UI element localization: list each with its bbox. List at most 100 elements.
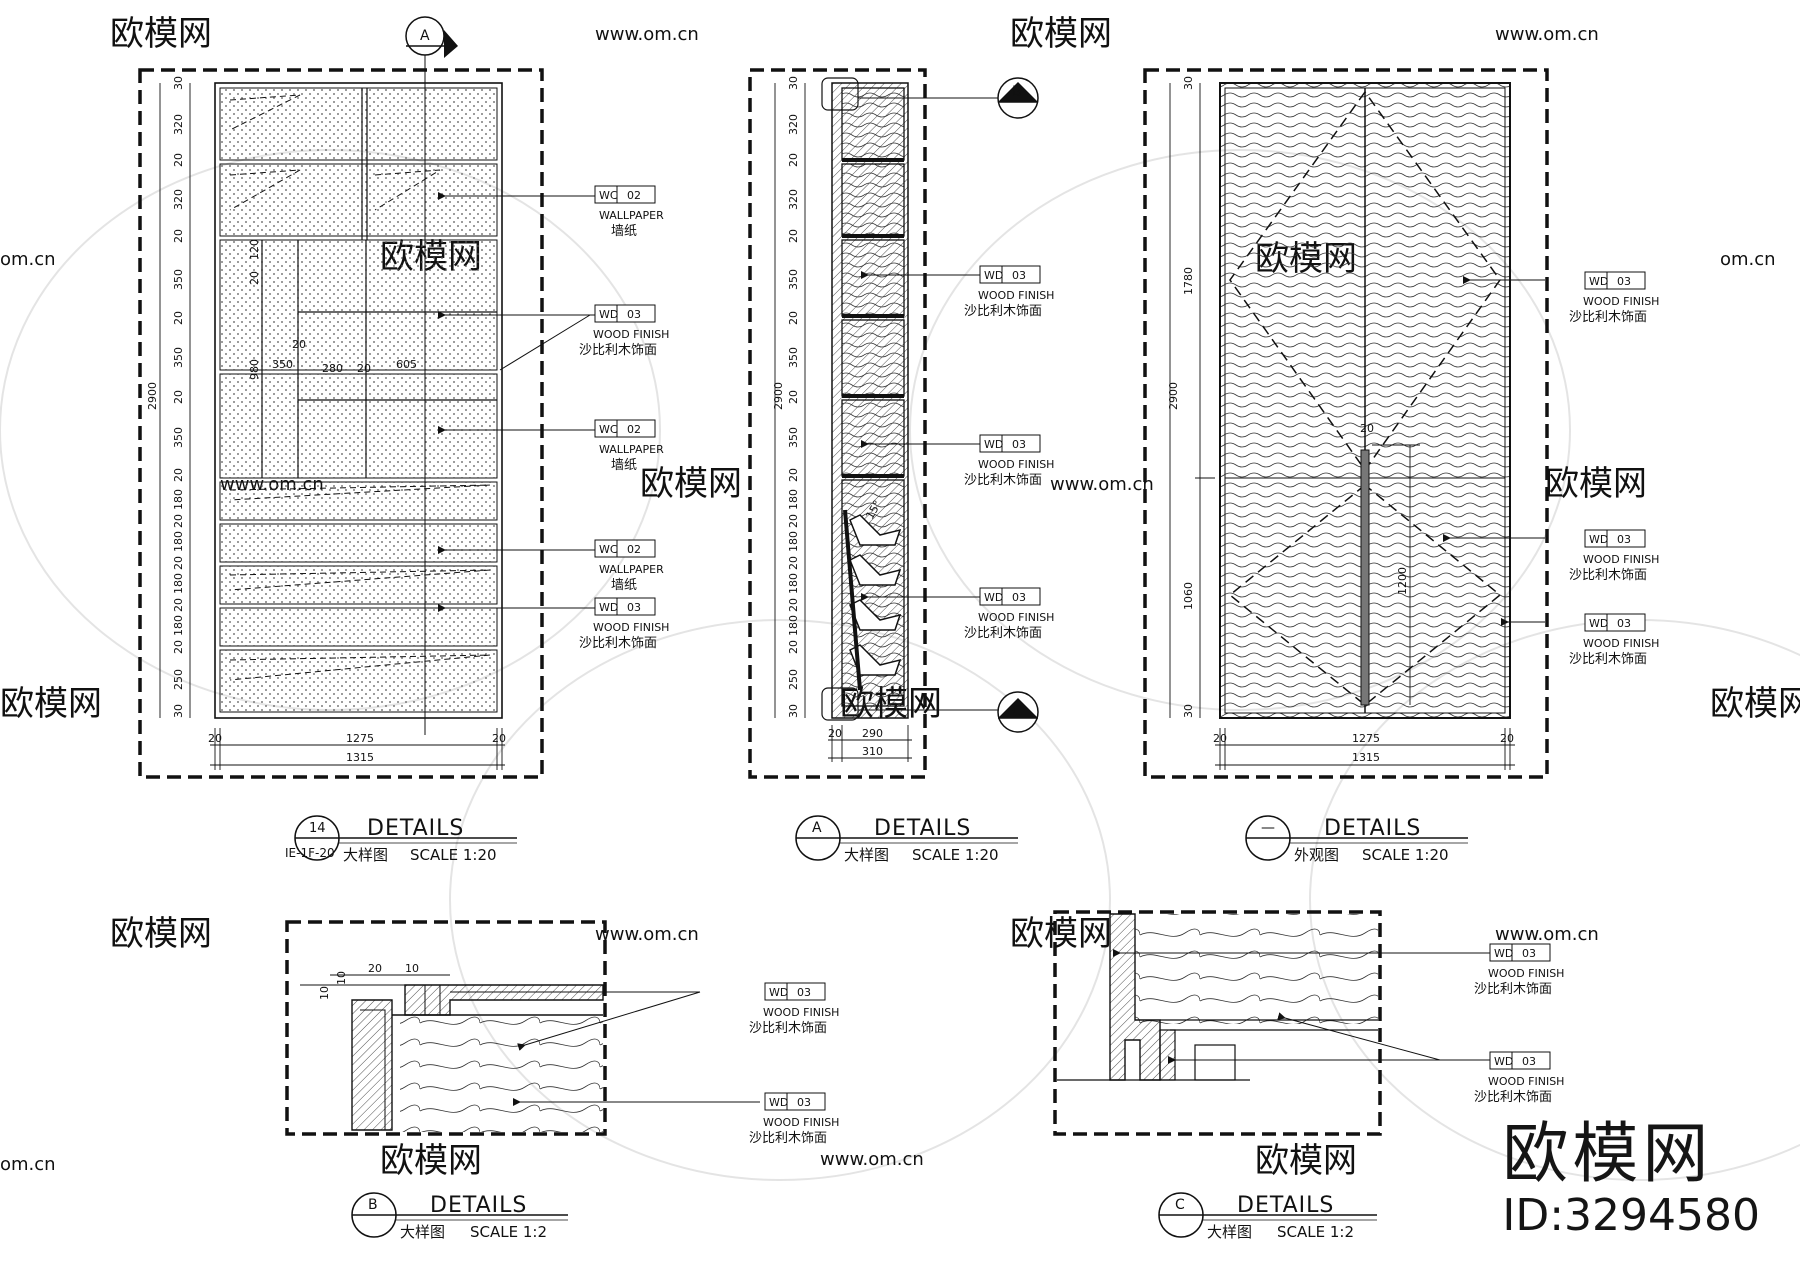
dim-label: 10 (318, 986, 331, 1000)
bottom-dimension-chain (1215, 728, 1515, 770)
dim-label: 20 (172, 514, 185, 528)
dim-label: 250 (787, 669, 800, 690)
marker-letter: A (420, 28, 430, 44)
watermark-brand: 欧模网 (1255, 1141, 1357, 1181)
dim-label: 10 (405, 962, 419, 975)
dim-label: 20 (172, 556, 185, 570)
dim-label: 20 (172, 229, 185, 243)
callouts-detail-b (450, 991, 760, 1106)
tag-cn: 沙比利木饰面 (1474, 1090, 1552, 1105)
dim-label: 605 (396, 358, 417, 371)
tag-number: 02 (627, 543, 641, 556)
tag-code: WD (984, 591, 1003, 604)
watermark-url: www.om.cn (595, 924, 699, 945)
tag-number: 03 (627, 601, 641, 614)
tag-number: 03 (797, 986, 811, 999)
title-word: DETAILS (367, 816, 464, 841)
tag-en: WOOD FINISH (1583, 637, 1659, 650)
tag-number: 03 (1012, 591, 1026, 604)
dim-label: 20 (787, 514, 800, 528)
detail-bubble (821, 687, 859, 721)
tag-cn: 沙比利木饰面 (579, 343, 657, 358)
tag-code: WD (769, 986, 788, 999)
callouts-view-a (861, 271, 1000, 601)
dim-label: 350 (787, 347, 800, 368)
title-scale: SCALE 1:20 (410, 846, 497, 864)
dim-label: 180 (172, 489, 185, 510)
title-circle-top: C (1175, 1197, 1185, 1213)
tag-cn: 沙比利木饰面 (1569, 310, 1647, 325)
watermark-url: www.om.cn (820, 1149, 924, 1170)
dim-label: 20 (357, 362, 371, 375)
dim-label: 20 (787, 468, 800, 482)
title-circle-top: — (1261, 820, 1275, 836)
dim-label: 180 (787, 489, 800, 510)
tag-number: 03 (1617, 533, 1631, 546)
model-id: ID:3294580 (1502, 1190, 1760, 1241)
tag-code: WC (599, 423, 618, 436)
tag-en: WALLPAPER (599, 443, 664, 456)
view-frame (138, 68, 544, 779)
dim-label: 30 (1182, 76, 1195, 90)
marker-letter: B (1012, 84, 1022, 100)
left-dimension-chain (1169, 83, 1215, 718)
left-dimension-labels: 30 320 20 320 20 350 20 350 20 350 20 18… (772, 76, 800, 718)
dim-label: 20 (787, 311, 800, 325)
watermark-url: om.cn (0, 1154, 56, 1175)
dim-label: 180 (172, 573, 185, 594)
tag-cn: 沙比利木饰面 (749, 1021, 827, 1036)
dim-label: 20 (368, 962, 382, 975)
bottom-dimension-chain (210, 728, 505, 770)
shelf-cells (219, 87, 498, 713)
elevation-view-14: 30 320 20 320 20 350 20 350 20 350 20 18… (138, 16, 544, 779)
door-handle (1360, 449, 1370, 706)
dim-label: 10 (335, 971, 348, 985)
dim-label: 20 (208, 732, 222, 745)
brand-name: 欧模网 (1502, 1115, 1713, 1192)
view-frame (748, 68, 927, 779)
dim-label: 1060 (1182, 582, 1195, 610)
tag-cn: 墙纸 (611, 578, 637, 593)
dim-label: 290 (862, 727, 883, 740)
watermark-brand: 欧模网 (380, 1141, 482, 1181)
total-height-label: 2900 (772, 382, 785, 410)
section-view-a: 15° 30 320 20 320 20 350 20 350 20 350 2… (748, 68, 1039, 779)
material-tag-wc02: WC 02 WALLPAPER 墙纸 (594, 539, 664, 593)
dim-label: 120 (248, 239, 261, 260)
material-tag-wd03: WD 03 WOOD FINISH 沙比利木饰面 (1569, 613, 1659, 667)
tag-number: 02 (627, 423, 641, 436)
tag-code: WD (769, 1096, 788, 1109)
dim-label: 20 (248, 271, 261, 285)
title-kind: 外观图 (1294, 846, 1339, 864)
dim-label: 20 (787, 556, 800, 570)
dim-label: 350 (787, 269, 800, 290)
tag-en: WOOD FINISH (1488, 967, 1564, 980)
dim-label: 20 (787, 229, 800, 243)
view-frame (1143, 68, 1549, 779)
tag-code: WD (984, 269, 1003, 282)
watermark-url: www.om.cn (1495, 24, 1599, 45)
wood-core (1135, 914, 1378, 1024)
dim-label: 20 (787, 153, 800, 167)
total-height-label: 2900 (146, 382, 159, 410)
left-dimension-labels: 30 320 20 320 20 350 20 350 20 350 20 18… (146, 76, 185, 718)
title-word: DETAILS (1237, 1193, 1334, 1218)
dim-label: 30 (1182, 704, 1195, 718)
dim-label: 20 (172, 640, 185, 654)
title-scale: SCALE 1:2 (470, 1223, 547, 1241)
title-word: DETAILS (874, 816, 971, 841)
tag-code: WC (599, 189, 618, 202)
dim-label: 280 (322, 362, 343, 375)
material-tag-wd03: WD 03 WOOD FINISH 沙比利木饰面 (964, 434, 1054, 488)
left-dimension-chain (774, 83, 806, 718)
dim-label: 20 (492, 732, 506, 745)
title-word: DETAILS (1324, 816, 1421, 841)
tag-cn: 沙比利木饰面 (964, 473, 1042, 488)
material-tag-wd03: WD 03 WOOD FINISH 沙比利木饰面 (1569, 529, 1659, 583)
material-tag-wd03: WD 03 WOOD FINISH 沙比利木饰面 (1569, 271, 1659, 325)
tag-code: WD (1589, 617, 1608, 630)
tag-cn: 沙比利木饰面 (964, 304, 1042, 319)
dim-label: 20 (172, 390, 185, 404)
dim-label: 20 (787, 390, 800, 404)
tag-code: WD (599, 308, 618, 321)
